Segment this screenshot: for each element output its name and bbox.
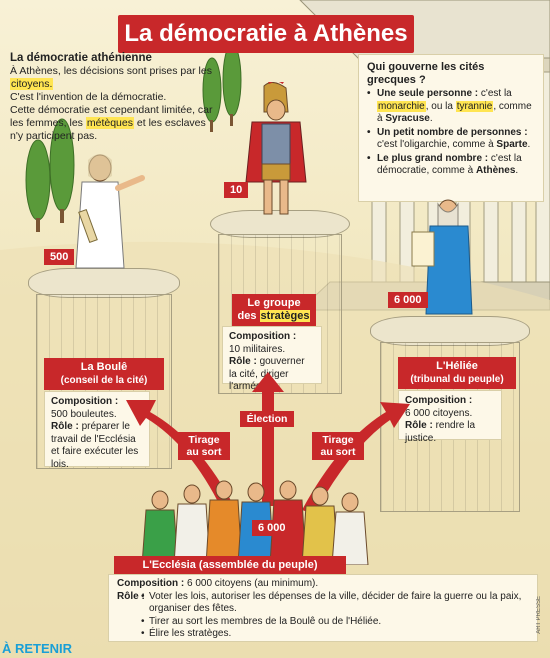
ecclesia-infobox: Composition : 6 000 citoyens (au minimum… xyxy=(108,574,538,642)
boule-role: préparer le travail de l'Ecclésia et fai… xyxy=(51,421,139,470)
heliee-count-badge: 6 000 xyxy=(388,292,428,308)
highlight-tyrannie: tyrannie xyxy=(455,100,494,112)
heliee-label: L'Héliée (tribunal du peuple) xyxy=(398,357,516,389)
ecclesia-role-item: Élire les stratèges. xyxy=(141,628,529,641)
question-box: Qui gouverne les cités grecques ? Une se… xyxy=(358,54,544,202)
heliee-composition-label: Composition : xyxy=(405,395,473,406)
ecclesia-label: L'Ecclésia (assemblée du peuple) xyxy=(114,556,346,576)
strateges-role: gouverner la cité, diriger l'armée. xyxy=(229,356,305,392)
ecclesia-crowd-illustration xyxy=(141,480,369,565)
strateges-composition: 10 militaires. xyxy=(229,343,286,355)
heliee-column-capital xyxy=(370,316,530,346)
question-item-end: . xyxy=(527,139,531,150)
place-sparte: Sparte xyxy=(496,139,528,150)
arrow-label-tirage-right: Tirage au sort xyxy=(312,432,364,460)
heliee-label-line1: L'Héliée xyxy=(436,360,478,372)
question-item-monarchie: Une seule personne : c'est la monarchie,… xyxy=(367,88,535,126)
strateges-label: Le groupe des stratèges xyxy=(232,294,316,326)
ecclesia-role-label: Rôle : xyxy=(117,590,145,602)
ecclesia-composition: 6 000 citoyens (au minimum). xyxy=(187,578,319,589)
boule-label-line2: (conseil de la cité) xyxy=(60,375,148,386)
question-item-lead: Un petit nombre de personnes : xyxy=(377,126,528,138)
place-athenes: Athènes xyxy=(475,165,516,176)
heliee-role: rendre la justice. xyxy=(405,420,476,444)
question-list: Une seule personne : c'est la monarchie,… xyxy=(367,88,535,178)
intro-line2: C'est l'invention de la démocratie. xyxy=(10,91,167,103)
question-item-text: c'est la xyxy=(478,88,512,99)
strateges-label-line1: Le groupe xyxy=(247,297,301,309)
question-item-text: , ou la xyxy=(425,100,456,112)
strateges-composition-label: Composition : xyxy=(229,331,297,342)
intro-line1: À Athènes, les décisions sont prises par… xyxy=(10,65,212,77)
arrow-label-election: Élection xyxy=(240,411,294,427)
strateges-label-highlight: stratèges xyxy=(259,310,311,322)
arrow-to-heliee xyxy=(302,402,410,514)
strateges-count-badge: 10 xyxy=(224,182,249,198)
intro-meteques: métèques xyxy=(85,117,134,129)
arrow-to-strateges xyxy=(252,372,284,506)
question-item-end: . xyxy=(429,113,433,124)
intro-citoyens: citoyens. xyxy=(10,78,54,90)
intro-heading: La démocratie athénienne xyxy=(10,52,152,64)
boule-role-label: Rôle : xyxy=(51,421,79,432)
question-item-end: . xyxy=(515,165,519,176)
boule-figure-illustration xyxy=(75,154,145,269)
intro-line3: Cette démocratie est cependant limitée, … xyxy=(10,104,213,129)
cypress-trees xyxy=(25,43,242,221)
place-syracuse: Syracuse xyxy=(385,113,430,124)
ecclesia-role-item: Voter les lois, autoriser les dépenses d… xyxy=(141,591,529,616)
ecclesia-count-badge: 6 000 xyxy=(252,520,292,536)
boule-label-line1: La Boulê xyxy=(80,361,128,373)
question-item-text: , comme à xyxy=(377,100,532,125)
strateges-role-label: Rôle : xyxy=(229,356,257,367)
question-item-lead: Le plus grand nombre : xyxy=(377,152,489,164)
heliee-composition: 6 000 citoyens. xyxy=(405,407,473,419)
question-item-text: c'est l'oligarchie, comme à xyxy=(377,139,497,150)
question-item-democratie: Le plus grand nombre : c'est la démocrat… xyxy=(367,153,535,178)
arrow-label-tirage-left: Tirage au sort xyxy=(178,432,230,460)
intro-line4: et les esclaves n'y participent pas. xyxy=(10,117,206,142)
stratege-figure-illustration xyxy=(245,82,307,215)
boule-column-capital xyxy=(28,268,180,298)
strateges-label-line2: des xyxy=(237,310,260,322)
boule-label: La Boulê (conseil de la cité) xyxy=(44,358,164,390)
question-item-text: c'est la démocratie, comme à xyxy=(377,152,522,177)
art-presse-credit: ART PRESSE xyxy=(536,596,542,634)
boule-composition-label: Composition : xyxy=(51,396,119,407)
strateges-infobox: Composition : 10 militaires. Rôle : gouv… xyxy=(222,326,322,392)
page-title: La démocratie à Athènes xyxy=(118,15,414,53)
question-item-lead: Une seule personne : xyxy=(377,88,479,99)
ecclesia-role-list: Voter les lois, autoriser les dépenses d… xyxy=(117,591,529,641)
heliee-infobox: Composition : 6 000 citoyens. Rôle : ren… xyxy=(398,390,502,444)
boule-composition: 500 bouleutes. xyxy=(51,408,117,420)
heliee-label-line2: (tribunal du peuple) xyxy=(410,374,504,385)
boule-count-badge: 500 xyxy=(44,249,75,265)
highlight-monarchie: monarchie xyxy=(377,100,426,112)
ecclesia-role-item: Tirer au sort les membres de la Boulê ou… xyxy=(141,616,529,629)
question-item-oligarchie: Un petit nombre de personnes : c'est l'o… xyxy=(367,127,535,152)
a-retenir-label: À RETENIR xyxy=(2,641,73,656)
question-title: Qui gouverne les cités grecques ? xyxy=(367,61,485,86)
heliee-figure-illustration xyxy=(411,199,473,315)
heliee-role-label: Rôle : xyxy=(405,420,433,431)
ecclesia-composition-label: Composition : xyxy=(117,578,185,589)
intro-text: La démocratie athénienne À Athènes, les … xyxy=(10,52,215,143)
